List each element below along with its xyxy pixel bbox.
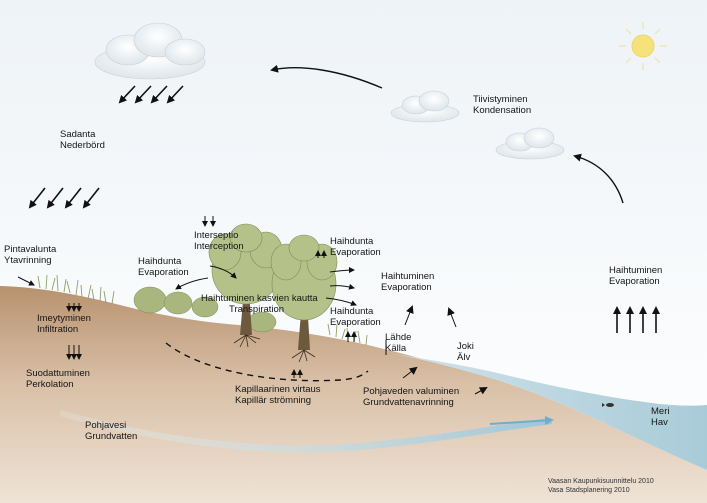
label-text: Evaporation [330, 247, 381, 258]
label-sea: Meri Hav [651, 406, 669, 428]
label-text: Lähde [385, 332, 412, 343]
label-percolation: Suodattuminen Perkolation [26, 368, 90, 390]
label-evaporation-left: Haihdunta Evaporation [138, 256, 189, 278]
label-text: Haihtuminen [609, 265, 663, 276]
rain-cloud-icon [94, 22, 206, 80]
label-text: Transpiration [229, 304, 285, 315]
label-text: Evaporation [330, 317, 381, 328]
label-text: Älv [457, 352, 471, 363]
label-evaporation-tree: Haihdunta Evaporation [330, 236, 381, 258]
label-text: Evaporation [138, 267, 189, 278]
label-text: Grundvatten [85, 431, 138, 442]
credit-line: Vasa Stadsplanering 2010 [548, 487, 630, 494]
label-text: Haihdunta [330, 306, 374, 317]
label-text: Meri [651, 406, 670, 417]
label-text: Pohjavesi [85, 420, 127, 431]
label-infiltration: Imeytyminen Infiltration [37, 313, 91, 335]
label-text: Grundvattenavrinning [363, 397, 454, 408]
label-text: Infiltration [37, 324, 79, 335]
process-arrows [17, 216, 488, 395]
label-evaporation-low: Haihdunta Evaporation [330, 306, 381, 328]
groundwater-flow-arrow [489, 415, 554, 425]
label-spring: Lähde Källa [385, 332, 411, 354]
label-interception: Interseptio Interception [194, 230, 244, 252]
ground-soil [0, 286, 707, 503]
label-groundwater: Pohjavesi Grundvatten [85, 420, 137, 442]
precipitation-arrows [28, 85, 184, 209]
label-text: Perkolation [26, 379, 74, 390]
label-text: Imeytyminen [37, 313, 91, 324]
label-text: Haihdunta [138, 256, 182, 267]
label-transpiration: Haihtuminen kasvien kautta Transpiration [201, 293, 318, 315]
label-text: Interseptio [194, 230, 239, 241]
fish-icon [602, 403, 614, 407]
credit-line: Vaasan Kaupunkisuunnittelu 2010 [548, 478, 654, 485]
label-text: Evaporation [609, 276, 660, 287]
label-text: Interception [194, 241, 244, 252]
label-evaporation-mid: Haihtuminen Evaporation [381, 271, 434, 293]
label-text: Evaporation [381, 282, 432, 293]
label-text: Kondensation [473, 105, 532, 116]
tree [270, 234, 338, 363]
label-text: Källa [385, 343, 407, 354]
label-text: Sadanta [60, 129, 96, 140]
label-evaporation-sea: Haihtuminen Evaporation [609, 265, 662, 287]
cloud-movement-arrow [270, 64, 383, 89]
credits: Vaasan Kaupunkisuunnittelu 2010 Vasa Sta… [548, 477, 654, 495]
capillary-flow-path [165, 342, 369, 382]
label-text: Haihdunta [330, 236, 374, 247]
label-groundwater-runoff: Pohjaveden valuminen Grundvattenavrinnin… [363, 386, 459, 408]
label-text: Kapillär strömning [235, 395, 312, 406]
label-text: Pintavalunta [4, 244, 57, 255]
label-text: Nederbörd [60, 140, 105, 151]
label-text: Tiivistyminen [473, 94, 528, 105]
label-text: Haihtuminen [381, 271, 435, 282]
label-text: Suodattuminen [26, 368, 90, 379]
label-surface-runoff: Pintavalunta Ytavrinning [4, 244, 56, 266]
label-river: Joki Älv [457, 341, 474, 363]
cloud-icon [495, 127, 565, 160]
label-text: Joki [457, 341, 474, 352]
label-text: Ytavrinning [4, 255, 52, 266]
label-precipitation: Sadanta Nederbörd [60, 129, 105, 151]
label-text: Kapillaarinen virtaus [235, 384, 321, 395]
label-condensation: Tiivistyminen Kondensation [473, 94, 531, 116]
sea-evaporation-arrows [613, 306, 660, 333]
label-text: Haihtuminen kasvien kautta [201, 293, 318, 304]
label-capillary-flow: Kapillaarinen virtaus Kapillär strömning [235, 384, 321, 406]
label-text: Hav [651, 417, 668, 428]
evaporation-rise-arrow [573, 153, 624, 204]
cloud-icon [390, 90, 460, 123]
label-text: Pohjaveden valuminen [363, 386, 460, 397]
sun-icon [619, 22, 667, 70]
bush [133, 286, 277, 333]
groundwater-band [60, 410, 552, 453]
sea [395, 354, 707, 470]
